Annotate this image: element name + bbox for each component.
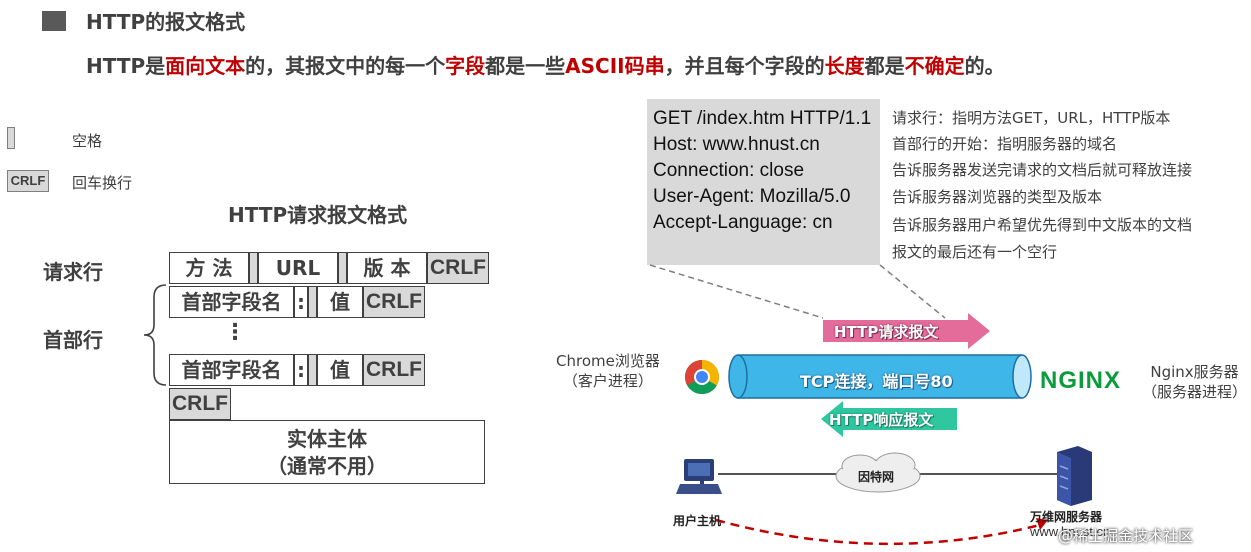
subtitle-text: 的，其报文中的每一个	[245, 54, 446, 78]
tcp-pipe-end	[1012, 354, 1032, 399]
entity-body-cell: 实体主体 （通常不用）	[169, 420, 485, 484]
user-agent-line-text: User-Agent: Mozilla/5.0	[653, 186, 851, 207]
value-cell: 值	[317, 286, 363, 318]
entity-body-label: 实体主体	[287, 427, 367, 451]
response-arrow	[821, 401, 957, 437]
request-example-box	[647, 99, 880, 265]
version-cell: 版 本	[347, 252, 427, 284]
tcp-pipe-body	[738, 355, 1022, 398]
internet-label: 因特网	[858, 470, 895, 484]
request-path-curve	[715, 518, 1041, 546]
accept-language-line-text: Accept-Language: cn	[653, 212, 833, 233]
empty-line-crlf-cell: CRLF	[169, 388, 231, 420]
page-title: HTTP的报文格式	[86, 10, 246, 34]
annotation-connection: 告诉服务器发送完请求的文档后就可释放连接	[892, 161, 1193, 179]
space-cell	[338, 252, 347, 284]
tcp-connection-label: TCP连接，端口号80	[800, 372, 953, 391]
field-name-cell: 首部字段名	[169, 354, 294, 386]
subtitle-highlight: 字段	[445, 54, 486, 78]
request-line-label: 请求行	[43, 260, 103, 284]
space-cell	[308, 286, 317, 318]
subtitle-highlight: ASCII码串	[565, 54, 665, 78]
colon-cell: :	[294, 286, 308, 318]
host-line-text: Host: www.hnust.cn	[653, 134, 820, 155]
watermark: @稀土掘金技术社区	[1058, 527, 1194, 545]
annotation-host: 首部行的开始：指明服务器的域名	[892, 135, 1118, 153]
subtitle-text: HTTP是	[86, 54, 166, 78]
crlf-cell: CRLF	[427, 252, 489, 284]
legend-space-label: 空格	[72, 132, 103, 150]
client-name: Chrome浏览器	[556, 352, 660, 370]
chrome-icon	[685, 360, 719, 394]
annotation-accept-language: 告诉服务器用户希望优先得到中文版本的文档	[892, 216, 1193, 234]
subtitle-text: ，并且每个字段的	[664, 54, 825, 78]
annotation-request-line: 请求行：指明方法GET，URL，HTTP版本	[892, 109, 1171, 127]
web-server-icon	[1057, 446, 1092, 506]
legend-crlf-label: 回车换行	[72, 174, 133, 192]
user-host-label: 用户主机	[673, 514, 722, 528]
field-name-cell: 首部字段名	[169, 286, 294, 318]
value-cell: 值	[317, 354, 363, 386]
legend-space-symbol	[7, 127, 15, 149]
subtitle-text: 都是一些	[485, 54, 566, 78]
page-subtitle: HTTP是面向文本的，其报文中的每一个字段都是一些ASCII码串，并且每个字段的…	[86, 50, 1005, 79]
subtitle-text: 的。	[964, 54, 1005, 78]
method-cell: 方 法	[169, 252, 249, 284]
callout-line-left	[649, 264, 824, 319]
callout-line-right	[879, 264, 946, 319]
request-path-arrowhead	[1036, 518, 1048, 530]
header-lines-label: 首部行	[43, 328, 103, 352]
subtitle-highlight: 长度	[824, 54, 865, 78]
space-cell	[308, 354, 317, 386]
url-cell: URL	[258, 252, 338, 284]
server-label: Nginx服务器 （服务器进程）	[1142, 362, 1247, 402]
internet-cloud-icon	[835, 452, 921, 493]
title-bullet	[42, 11, 66, 31]
colon-cell: :	[294, 354, 308, 386]
connection-line-text: Connection: close	[653, 160, 805, 181]
request-line-text: GET /index.htm HTTP/1.1	[653, 108, 872, 129]
crlf-cell: CRLF	[363, 286, 425, 318]
space-cell	[249, 252, 258, 284]
website-label: www.hnust.cn	[1030, 524, 1111, 539]
user-host-icon	[676, 459, 722, 494]
server-role: （服务器进程）	[1142, 383, 1248, 401]
subtitle-text: 都是	[864, 54, 905, 78]
crlf-cell: CRLF	[363, 354, 425, 386]
client-role: （客户进程）	[562, 372, 653, 390]
server-name: Nginx服务器	[1150, 363, 1239, 381]
annotation-empty-line: 报文的最后还有一个空行	[892, 243, 1058, 261]
subtitle-highlight: 不确定	[904, 54, 965, 78]
legend-crlf-symbol: CRLF	[7, 170, 49, 192]
subtitle-highlight: 面向文本	[165, 54, 246, 78]
response-arrow-label: HTTP响应报文	[829, 411, 934, 429]
entity-body-note: （通常不用）	[267, 454, 387, 478]
header-lines-brace	[143, 284, 167, 386]
annotation-user-agent: 告诉服务器浏览器的类型及版本	[892, 188, 1103, 206]
ellipsis: ⋮	[224, 320, 246, 345]
web-server-label: 万维网服务器	[1030, 510, 1103, 524]
client-label: Chrome浏览器 （客户进程）	[556, 351, 660, 391]
format-title: HTTP请求报文格式	[228, 203, 408, 227]
nginx-logo: NGINX	[1040, 367, 1122, 394]
request-arrow-label: HTTP请求报文	[834, 323, 939, 341]
tcp-pipe-start	[728, 354, 748, 399]
request-arrow	[823, 313, 990, 349]
